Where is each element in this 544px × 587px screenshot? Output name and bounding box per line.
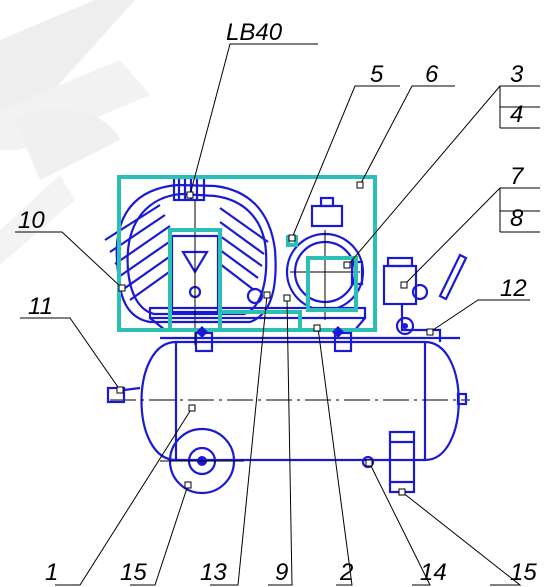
callout-9: 9	[275, 559, 288, 586]
callout-2: 2	[339, 559, 353, 586]
pressure-switch	[382, 253, 468, 342]
highlight-boxes	[117, 175, 377, 332]
highlight-motor	[306, 256, 358, 312]
callout-labels: LB40 5 6 3 4 7 8 10 11 12 1 15 13 9 2 14…	[18, 19, 537, 586]
callout-10: 10	[18, 207, 45, 234]
callout-11: 11	[28, 293, 53, 320]
compressor-head	[104, 176, 367, 345]
callout-4: 4	[510, 101, 523, 128]
callout-15-left: 15	[120, 559, 147, 586]
callout-14: 14	[420, 559, 447, 586]
part-markers	[116, 181, 434, 496]
callout-8: 8	[510, 205, 524, 232]
callout-lb40: LB40	[226, 19, 283, 46]
right-cylinder-fins	[219, 207, 269, 291]
callout-12: 12	[500, 275, 527, 302]
watermark	[0, 0, 150, 265]
callout-5: 5	[370, 61, 384, 88]
callout-13: 13	[200, 559, 227, 586]
rear-foot	[361, 430, 416, 494]
callout-6: 6	[425, 61, 439, 88]
callout-15-right: 15	[510, 559, 537, 586]
callout-7: 7	[510, 163, 525, 190]
highlight-block	[168, 228, 222, 332]
leader-lines	[15, 43, 540, 586]
callout-1: 1	[45, 559, 58, 586]
callout-3: 3	[510, 61, 524, 88]
left-cylinder-fins	[104, 204, 173, 301]
receiver-tank	[106, 340, 470, 462]
wheel	[160, 427, 244, 495]
